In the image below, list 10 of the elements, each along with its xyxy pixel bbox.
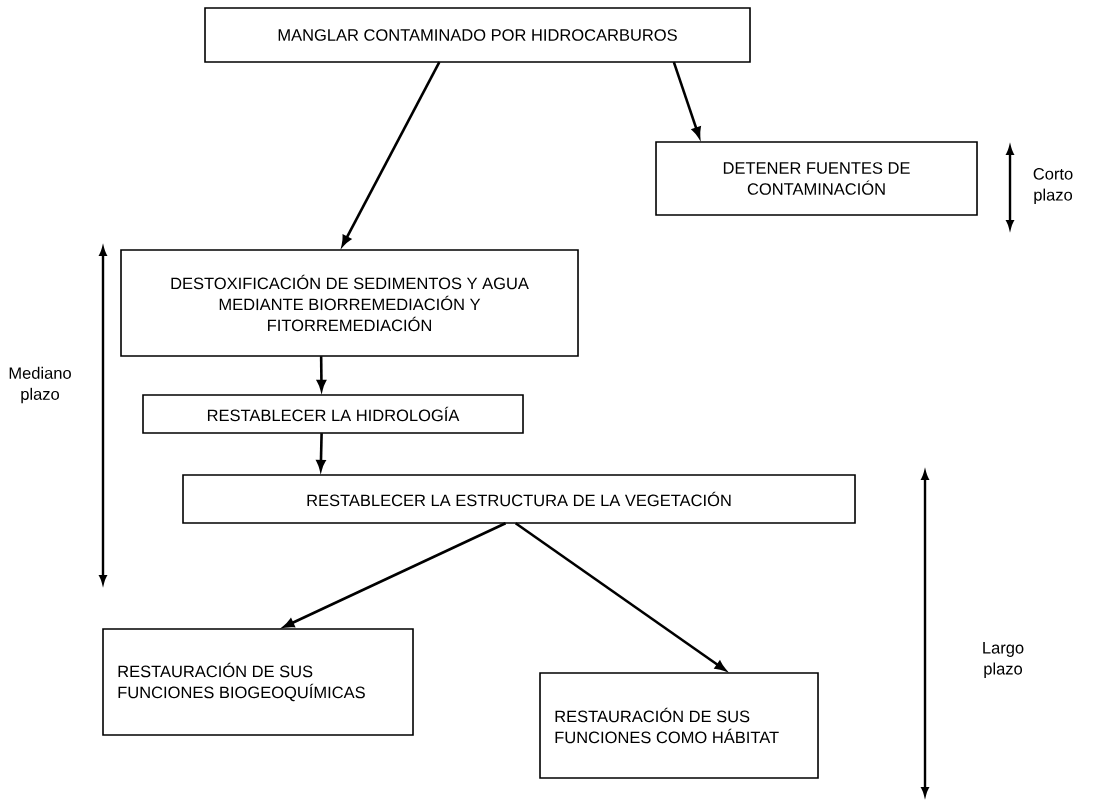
process-box: DESTOXIFICACIÓN DE SEDIMENTOS Y AGUA MEDIANTE BIORREMEDIACIÓN Y FITORREMEDIACIÓN <box>120 249 579 357</box>
process-box: DETENER FUENTES DE CONTAMINACIÓN <box>655 141 978 216</box>
process-box: MANGLAR CONTAMINADO POR HIDROCARBUROS <box>204 7 751 63</box>
process-box: RESTAURACIÓN DE SUS FUNCIONES COMO HÁBITAT <box>539 672 819 779</box>
process-box: RESTABLECER LA HIDROLOGÍA <box>142 394 524 434</box>
time-label: Corto plazo <box>1033 168 1073 204</box>
time-label: Largo plazo <box>983 642 1024 678</box>
process-box: RESTABLECER LA ESTRUCTURA DE LA VEGETACIÓN <box>182 474 856 524</box>
time-label: Mediano plazo <box>9 366 71 404</box>
process-box: RESTAURACIÓN DE SUS FUNCIONES BIOGEOQUÍMICAS <box>102 628 414 736</box>
